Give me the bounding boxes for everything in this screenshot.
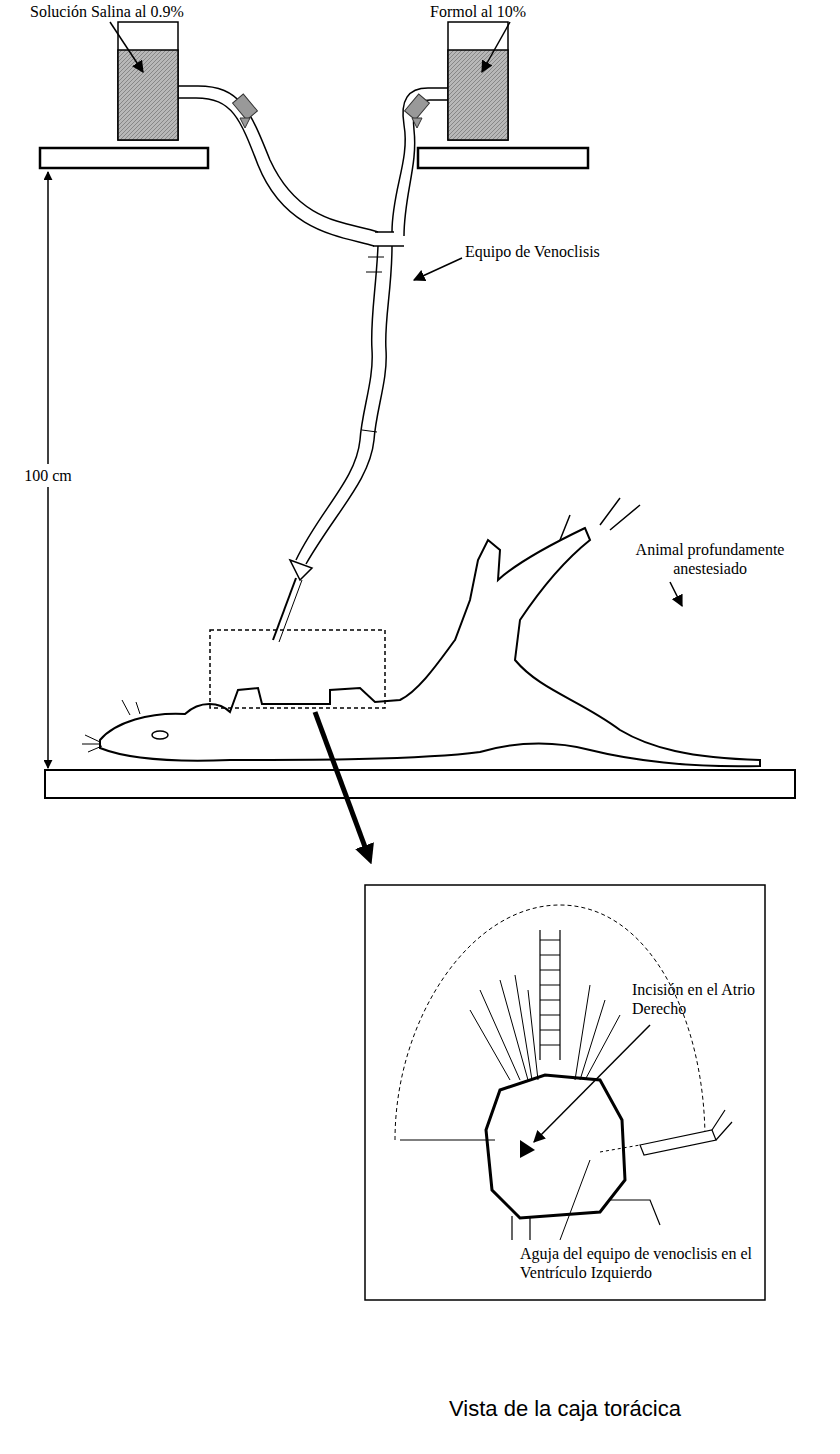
bottle-label: Solución Salina al 0.9% xyxy=(30,2,220,21)
formol-bottle xyxy=(448,22,508,140)
anesthetized-rat xyxy=(82,498,760,766)
iv-tubing xyxy=(178,86,448,642)
inset-frame xyxy=(365,885,765,1300)
figure-caption: Vista de la caja torácica xyxy=(365,1396,765,1422)
incision-label: Incisión en el Atrio Derecho xyxy=(632,980,757,1018)
needle-label: Aguja del equipo de venoclisis en el Ven… xyxy=(520,1244,760,1282)
tubing-label: Equipo de Venoclisis xyxy=(465,242,635,261)
saline-bottle xyxy=(118,22,178,140)
shelf xyxy=(40,148,208,168)
clamp xyxy=(233,94,430,128)
bottle-label: Formol al 10% xyxy=(430,2,570,21)
shelf xyxy=(418,148,588,168)
thorax-view xyxy=(395,905,732,1240)
animal-label: Animal profundamente anestesiado xyxy=(610,540,810,578)
table xyxy=(45,770,795,798)
dimension-label: 100 cm xyxy=(12,464,84,487)
zoom-region xyxy=(210,630,385,708)
